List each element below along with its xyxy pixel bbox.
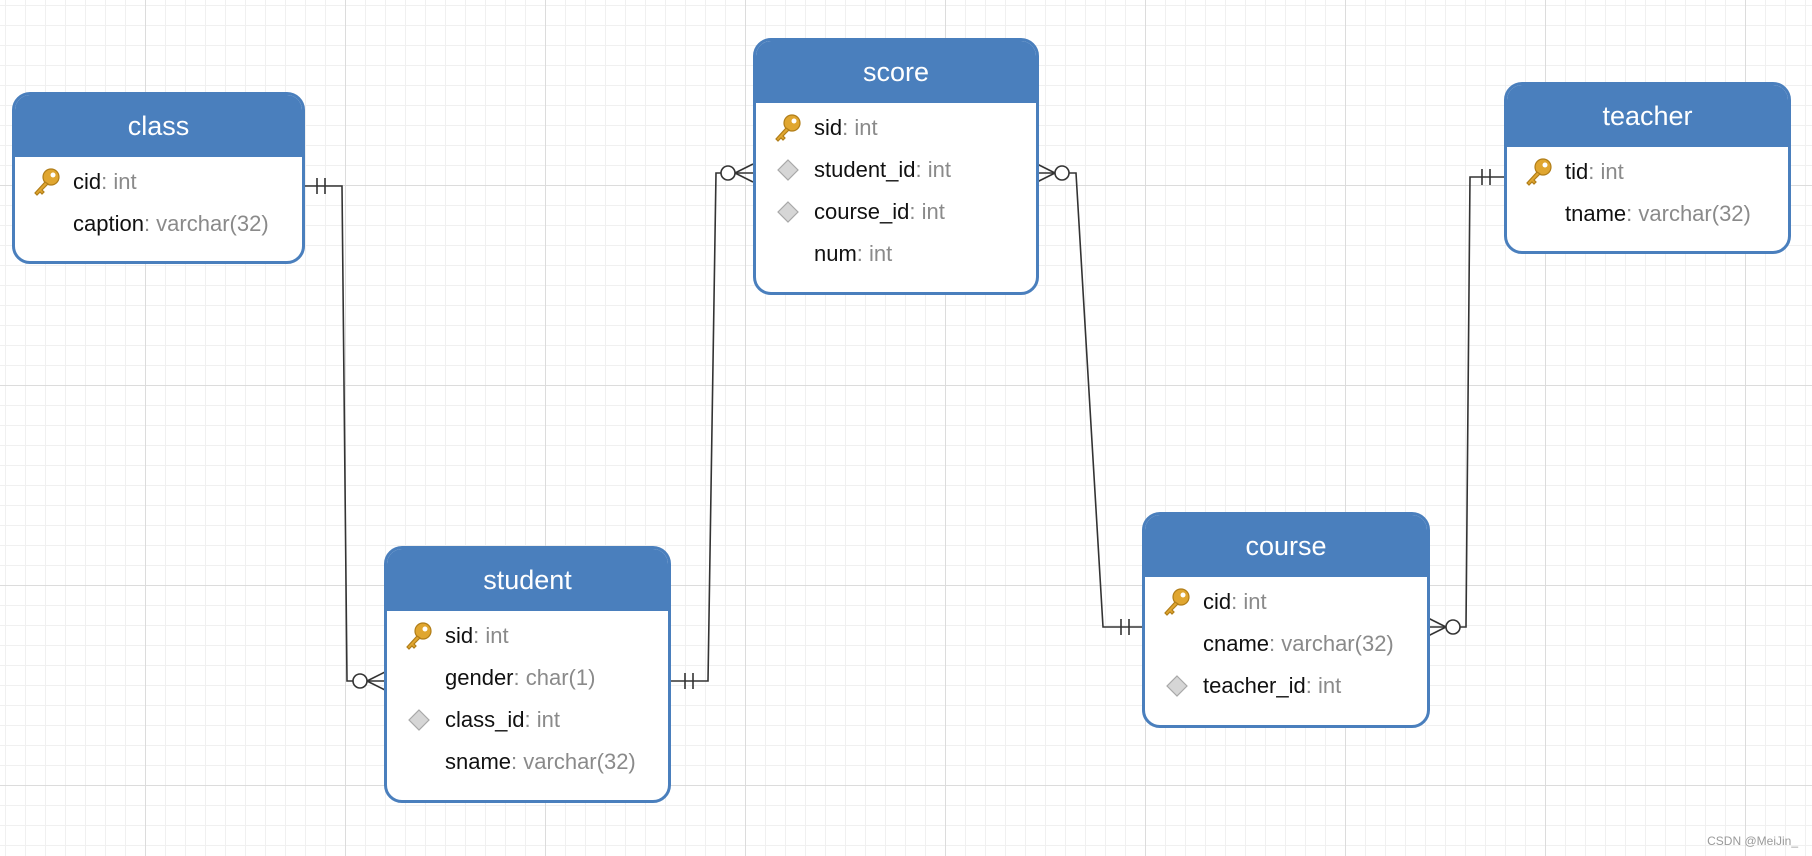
attribute-row[interactable]: cid: int — [1145, 581, 1427, 623]
diamond-icon — [403, 704, 435, 736]
attribute-type: : varchar(32) — [1269, 631, 1394, 656]
attribute-row[interactable]: teacher_id: int — [1145, 665, 1427, 707]
cardinality-markers — [316, 163, 1491, 691]
attribute-row[interactable]: class_id: int — [387, 699, 668, 741]
attribute-name: tid — [1565, 159, 1589, 184]
many-marker-student — [352, 671, 386, 691]
attribute-row[interactable]: tname: varchar(32) — [1507, 193, 1788, 235]
entity-title: course — [1145, 515, 1427, 577]
attribute-name: teacher_id — [1203, 673, 1306, 698]
attribute-type: : int — [842, 115, 878, 140]
diamond-icon — [772, 154, 804, 186]
attribute-type: : varchar(32) — [511, 749, 636, 774]
one-marker-student — [684, 673, 694, 689]
attribute-name: num — [814, 241, 857, 266]
diamond-icon — [772, 196, 804, 228]
attribute-name: sname — [445, 749, 512, 774]
attribute-name: cid — [73, 169, 102, 194]
attribute-type: : int — [524, 707, 560, 732]
many-marker-course-teacher — [1427, 617, 1461, 637]
attribute-row[interactable]: num: int — [756, 233, 1036, 275]
entity-title: student — [387, 549, 668, 611]
attribute-type: : int — [101, 169, 137, 194]
blank-icon-slot — [403, 662, 435, 694]
attribute-row[interactable]: gender: char(1) — [387, 657, 668, 699]
attribute-row[interactable]: sname: varchar(32) — [387, 741, 668, 783]
entity-teacher[interactable]: teacher tid: int tname: varchar(32) — [1504, 82, 1791, 254]
attribute-type: : char(1) — [513, 665, 596, 690]
attribute-name: tname — [1565, 201, 1627, 226]
attribute-row[interactable]: cname: varchar(32) — [1145, 623, 1427, 665]
key-icon — [1161, 586, 1193, 618]
blank-icon-slot — [1523, 198, 1555, 230]
attribute-type: : int — [473, 623, 509, 648]
watermark: CSDN @MeiJin_ — [1707, 834, 1798, 848]
attribute-row[interactable]: caption: varchar(32) — [15, 203, 302, 245]
entity-course[interactable]: course cid: int cname: varchar(32) teach… — [1142, 512, 1430, 728]
entity-class[interactable]: class cid: int caption: varchar(32) — [12, 92, 305, 264]
attribute-name: sid — [814, 115, 843, 140]
key-icon — [403, 620, 435, 652]
attribute-name: course_id — [814, 199, 910, 224]
attribute-type: : int — [856, 241, 893, 266]
entity-title: teacher — [1507, 85, 1788, 147]
link-score-course — [1037, 172, 1144, 628]
diamond-icon — [1161, 670, 1193, 702]
link-class-student — [303, 185, 385, 682]
blank-icon-slot — [403, 746, 435, 778]
attribute-name: sid — [445, 623, 474, 648]
one-marker-course — [1120, 619, 1130, 635]
attribute-name: caption — [73, 211, 144, 236]
attribute-type: : int — [1231, 589, 1267, 614]
key-icon — [31, 166, 63, 198]
entity-student[interactable]: student sid: int gender: char(1) class_i… — [384, 546, 671, 803]
attribute-type: : varchar(32) — [1626, 201, 1751, 226]
key-icon — [1523, 156, 1555, 188]
one-marker-class — [316, 178, 326, 194]
attribute-row[interactable]: sid: int — [756, 107, 1036, 149]
entity-score[interactable]: score sid: int student_id: int course_id… — [753, 38, 1039, 295]
attribute-row[interactable]: student_id: int — [756, 149, 1036, 191]
link-student-score — [670, 172, 753, 682]
attribute-name: class_id — [445, 707, 525, 732]
attribute-type: : int — [1588, 159, 1624, 184]
one-marker-teacher — [1481, 169, 1491, 185]
attribute-name: cid — [1203, 589, 1232, 614]
blank-icon-slot — [772, 238, 804, 270]
attribute-row[interactable]: course_id: int — [756, 191, 1036, 233]
many-marker-score-course — [1036, 163, 1070, 183]
blank-icon-slot — [1161, 628, 1193, 660]
entity-title: class — [15, 95, 302, 157]
attribute-type: : int — [1305, 673, 1342, 698]
attribute-name: cname — [1203, 631, 1270, 656]
attribute-type: : int — [909, 199, 945, 224]
attribute-row[interactable]: cid: int — [15, 161, 302, 203]
attribute-type: : varchar(32) — [143, 211, 269, 236]
attribute-name: student_id — [814, 157, 916, 182]
link-course-teacher — [1428, 176, 1505, 628]
key-icon — [772, 112, 804, 144]
attribute-row[interactable]: sid: int — [387, 615, 668, 657]
attribute-type: : int — [915, 157, 951, 182]
blank-icon-slot — [31, 208, 63, 240]
entity-title: score — [756, 41, 1036, 103]
attribute-name: gender — [445, 665, 514, 690]
attribute-row[interactable]: tid: int — [1507, 151, 1788, 193]
many-marker-score-student — [720, 163, 754, 183]
